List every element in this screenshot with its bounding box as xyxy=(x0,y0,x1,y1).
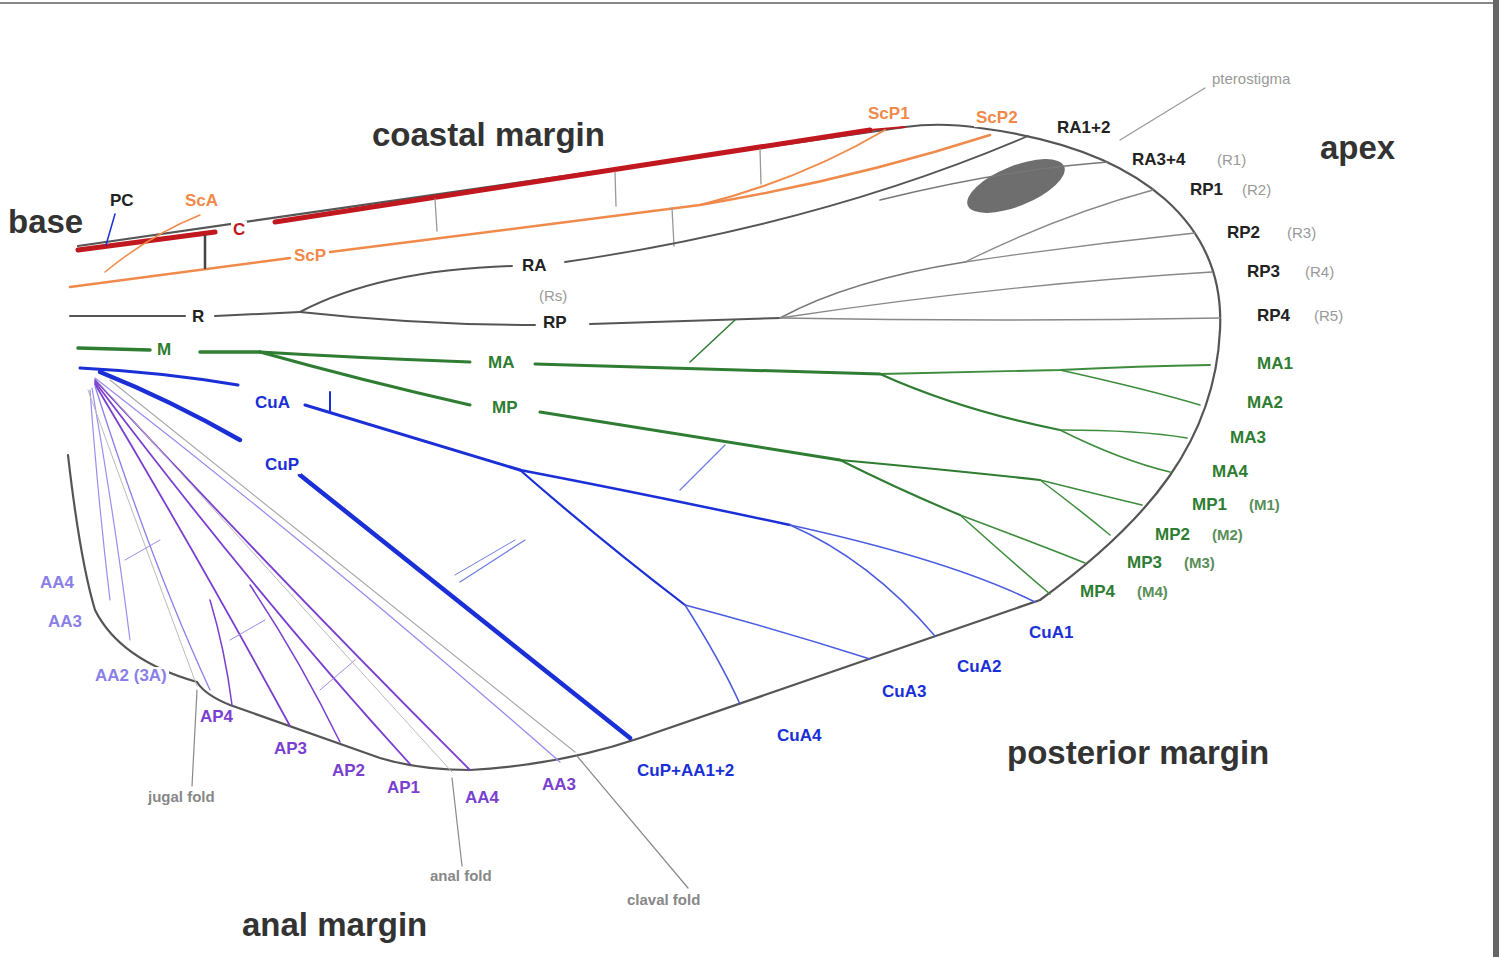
vein-label: MP2 xyxy=(1153,526,1192,544)
vein-label: AA3 xyxy=(540,776,578,794)
vein-label: MA xyxy=(486,354,516,372)
vein-label: AA3 xyxy=(46,613,84,631)
fold-label: jugal fold xyxy=(146,789,217,805)
margin-label: posterior margin xyxy=(1005,736,1271,771)
vein-label: RA1+2 xyxy=(1055,119,1112,137)
vein-label: AP2 xyxy=(330,762,367,780)
vein-label: M xyxy=(155,341,173,359)
vein-label: CuP xyxy=(263,456,301,474)
vein-label: RP3 xyxy=(1245,263,1282,281)
vein-label: AP3 xyxy=(272,740,309,758)
vein-label: PC xyxy=(108,192,136,210)
margin-label: apex xyxy=(1318,131,1397,166)
fold-label: anal fold xyxy=(428,868,494,884)
vein-label: RA xyxy=(520,257,549,275)
vein-label: CuA4 xyxy=(775,727,823,745)
vein-label: AA4 xyxy=(463,789,501,807)
vein-label: RP xyxy=(541,314,569,332)
vein-label: MA2 xyxy=(1245,394,1285,412)
vein-alias: (R4) xyxy=(1303,264,1336,280)
vein-label: ScP xyxy=(292,247,328,265)
vein-label: RA3+4 xyxy=(1130,151,1187,169)
margin-label: coastal margin xyxy=(370,118,607,153)
vein-alias: (M2) xyxy=(1210,527,1245,543)
vein-label: R xyxy=(190,308,206,326)
vein-label: MP4 xyxy=(1078,583,1117,601)
fold-label: claval fold xyxy=(625,892,702,908)
vein-label: AP4 xyxy=(198,708,235,726)
vein-label: MP xyxy=(490,399,520,417)
vein-label: AA4 xyxy=(38,574,76,592)
vein-label: MA4 xyxy=(1210,463,1250,481)
part-label: pterostigma xyxy=(1210,71,1292,87)
vein-label: MP1 xyxy=(1190,496,1229,514)
vein-label: MA1 xyxy=(1255,355,1295,373)
vein-alias: (M3) xyxy=(1182,555,1217,571)
vein-alias: (M1) xyxy=(1247,497,1282,513)
vein-label: CuP+AA1+2 xyxy=(635,762,736,780)
vein-alias: (R3) xyxy=(1285,225,1318,241)
vein-label: CuA1 xyxy=(1027,624,1075,642)
vein-label: AA2 (3A) xyxy=(93,667,169,685)
vein-label: ScP2 xyxy=(974,109,1020,127)
margin-label: base xyxy=(6,205,85,240)
vein-alias: (R2) xyxy=(1240,182,1273,198)
vein-label: AP1 xyxy=(385,779,422,797)
margin-label: anal margin xyxy=(240,908,429,943)
vein-label: MA3 xyxy=(1228,429,1268,447)
vein-label: MP3 xyxy=(1125,554,1164,572)
vein-label: RP4 xyxy=(1255,307,1292,325)
vein-label: CuA2 xyxy=(955,658,1003,676)
vein-alias: (M4) xyxy=(1135,584,1170,600)
vein-label: ScP1 xyxy=(866,105,912,123)
vein-alias: (R1) xyxy=(1215,152,1248,168)
vein-alias: (R5) xyxy=(1312,308,1345,324)
vein-label: ScA xyxy=(183,192,220,210)
vein-label: RP2 xyxy=(1225,224,1262,242)
vein-label: CuA3 xyxy=(880,683,928,701)
vein-label: C xyxy=(231,221,247,239)
vein-alias: (Rs) xyxy=(537,288,569,304)
vein-label: RP1 xyxy=(1188,181,1225,199)
vein-label: CuA xyxy=(253,394,292,412)
